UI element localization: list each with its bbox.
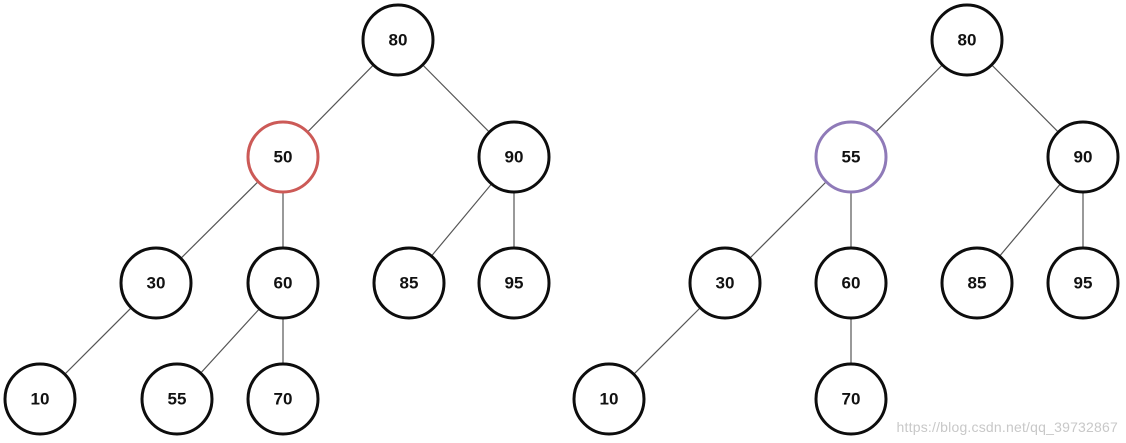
- node-after-60: 60: [814, 246, 888, 320]
- node-after-85: 85: [940, 246, 1014, 320]
- node-circle: [246, 246, 320, 320]
- watermark: https://blog.csdn.net/qq_39732867: [896, 419, 1118, 435]
- node-before-10: 10: [3, 362, 77, 436]
- node-circle: [246, 362, 320, 436]
- edges-layer: [39, 39, 1084, 400]
- node-before-55: 55: [140, 362, 214, 436]
- node-label: 85: [968, 273, 987, 292]
- node-label: 80: [958, 30, 977, 49]
- node-circle: [572, 362, 646, 436]
- node-label: 95: [505, 273, 524, 292]
- node-after-80: 80: [930, 3, 1004, 77]
- node-circle: [361, 3, 435, 77]
- node-circle: [119, 246, 193, 320]
- node-before-30: 30: [119, 246, 193, 320]
- node-label: 60: [274, 273, 293, 292]
- node-circle: [814, 120, 888, 194]
- node-after-30: 30: [688, 246, 762, 320]
- node-after-10: 10: [572, 362, 646, 436]
- node-label: 90: [505, 147, 524, 166]
- node-circle: [940, 246, 1014, 320]
- node-before-85: 85: [372, 246, 446, 320]
- node-after-55: 55: [814, 120, 888, 194]
- node-before-70: 70: [246, 362, 320, 436]
- node-circle: [140, 362, 214, 436]
- node-label: 10: [31, 389, 50, 408]
- nodes-layer: 80 50 90 30 60 85 95 10 55 70 80 55 90 30 60 85 95 10 70: [3, 3, 1120, 436]
- node-label: 55: [168, 389, 187, 408]
- node-label: 10: [600, 389, 619, 408]
- node-after-70: 70: [814, 362, 888, 436]
- node-after-90: 90: [1046, 120, 1120, 194]
- node-label: 50: [274, 147, 293, 166]
- node-circle: [477, 120, 551, 194]
- node-circle: [372, 246, 446, 320]
- node-label: 70: [274, 389, 293, 408]
- node-after-95: 95: [1046, 246, 1120, 320]
- node-before-80: 80: [361, 3, 435, 77]
- node-label: 30: [716, 273, 735, 292]
- node-label: 55: [842, 147, 861, 166]
- node-label: 90: [1074, 147, 1093, 166]
- node-circle: [1046, 246, 1120, 320]
- node-before-90: 90: [477, 120, 551, 194]
- node-label: 70: [842, 389, 861, 408]
- node-label: 85: [400, 273, 419, 292]
- node-circle: [477, 246, 551, 320]
- node-circle: [1046, 120, 1120, 194]
- node-circle: [688, 246, 762, 320]
- node-before-60: 60: [246, 246, 320, 320]
- node-circle: [814, 362, 888, 436]
- node-before-50: 50: [246, 120, 320, 194]
- node-circle: [3, 362, 77, 436]
- node-before-95: 95: [477, 246, 551, 320]
- node-circle: [930, 3, 1004, 77]
- node-label: 80: [389, 30, 408, 49]
- node-circle: [246, 120, 320, 194]
- node-label: 60: [842, 273, 861, 292]
- node-label: 30: [147, 273, 166, 292]
- node-label: 95: [1074, 273, 1093, 292]
- node-circle: [814, 246, 888, 320]
